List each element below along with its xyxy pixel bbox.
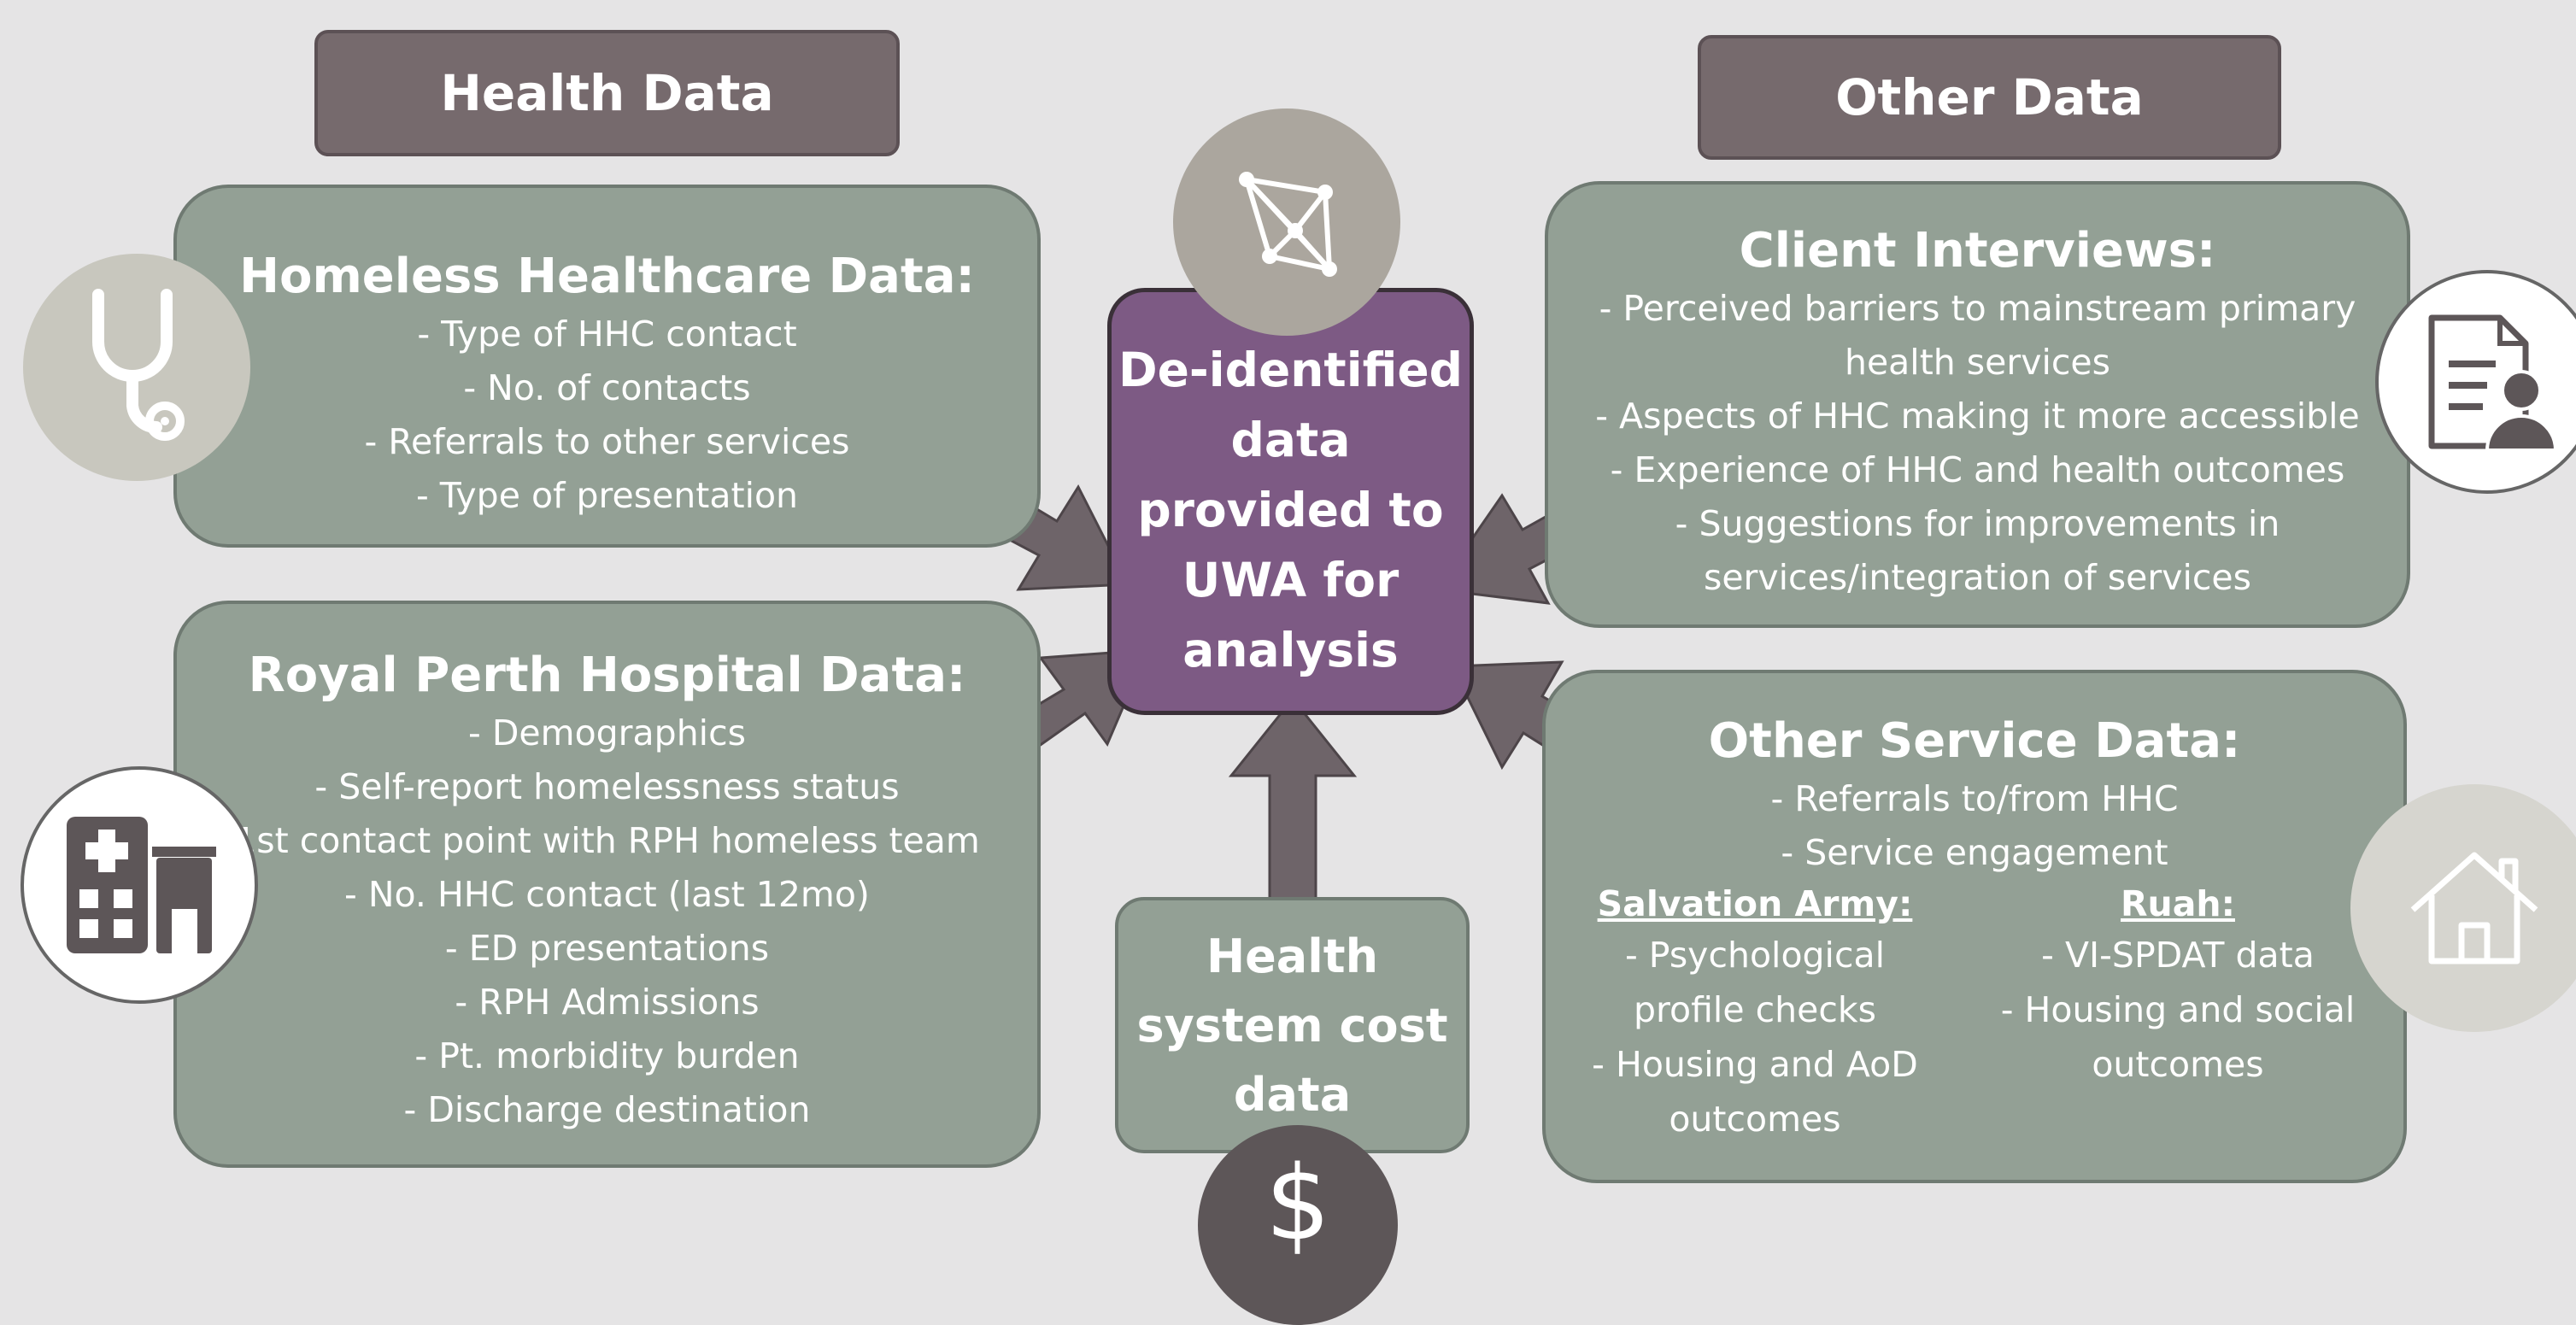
- service-item: - Service engagement: [1781, 832, 2168, 873]
- center-line: provided to: [1137, 483, 1444, 537]
- hhc-data-box: Homeless Healthcare Data: - Type of HHC …: [173, 185, 1041, 548]
- other-data-header: Other Data: [1698, 35, 2281, 160]
- rph-item: - No. HHC contact (last 12mo): [344, 874, 870, 915]
- salvation-army-title: Salvation Army:: [1597, 883, 1913, 924]
- health-data-header-label: Health Data: [440, 64, 774, 122]
- center-line: UWA for: [1182, 553, 1399, 607]
- arrow-from-cost: [1228, 696, 1358, 909]
- interviews-item: - Experience of HHC and health outcomes: [1610, 449, 2345, 490]
- ruah-item: - VI-SPDAT data: [2041, 935, 2315, 976]
- interviews-item: - Perceived barriers to mainstream prima…: [1599, 288, 2356, 329]
- interviews-title: Client Interviews:: [1739, 223, 2216, 278]
- stethoscope-icon: [23, 254, 250, 481]
- hhc-item: - Referrals to other services: [364, 421, 850, 462]
- dollar-icon: $: [1198, 1125, 1398, 1325]
- other-data-header-label: Other Data: [1835, 68, 2144, 126]
- client-interviews-box: Client Interviews: - Perceived barriers …: [1545, 181, 2410, 628]
- ruah-item: - Housing and social: [2000, 989, 2356, 1030]
- service-columns: Salvation Army: - Psychological profile …: [1546, 880, 2403, 1146]
- center-line: De-identified: [1118, 343, 1464, 397]
- hhc-title: Homeless Healthcare Data:: [239, 249, 975, 304]
- interviews-item: - Suggestions for improvements in: [1675, 503, 2280, 544]
- cost-line: data: [1233, 1067, 1352, 1122]
- salvation-army-item: - Psychological: [1624, 935, 1886, 976]
- center-line: analysis: [1182, 623, 1399, 677]
- hhc-item: - Type of HHC contact: [417, 314, 797, 355]
- cost-line: Health: [1206, 929, 1379, 983]
- service-title: Other Service Data:: [1708, 713, 2241, 769]
- interviews-item: - Aspects of HHC making it more accessib…: [1595, 396, 2360, 437]
- interviews-item: services/integration of services: [1703, 557, 2252, 598]
- ruah-item: outcomes: [2092, 1044, 2264, 1085]
- service-item: - Referrals to/from HHC: [1770, 778, 2179, 819]
- health-system-cost-box: Health system cost data: [1115, 897, 1470, 1153]
- health-data-header: Health Data: [314, 30, 900, 156]
- dollar-symbol: $: [1265, 1144, 1331, 1263]
- ruah-column: Ruah: - VI-SPDAT data - Housing and soci…: [1977, 880, 2379, 1146]
- other-service-box: Other Service Data: - Referrals to/from …: [1542, 670, 2407, 1183]
- deidentified-data-box: De-identified data provided to UWA for a…: [1107, 288, 1474, 715]
- salvation-army-item: profile checks: [1634, 989, 1876, 1030]
- document-person-icon: [2375, 270, 2576, 494]
- cost-line: system cost: [1136, 998, 1448, 1052]
- rph-data-box: Royal Perth Hospital Data: - Demographic…: [173, 601, 1041, 1168]
- rph-item: - Pt. morbidity burden: [414, 1035, 800, 1076]
- rph-item: - Discharge destination: [403, 1089, 811, 1130]
- salvation-army-item: outcomes: [1669, 1099, 1841, 1140]
- rph-item: - RPH Admissions: [455, 982, 760, 1023]
- salvation-army-column: Salvation Army: - Psychological profile …: [1533, 880, 1977, 1146]
- network-icon: [1173, 108, 1400, 336]
- rph-item: - Demographics: [468, 712, 746, 753]
- rph-item: 1st contact point with RPH homeless team: [234, 820, 980, 861]
- hospital-icon: [21, 766, 258, 1004]
- salvation-army-item: - Housing and AoD: [1592, 1044, 1918, 1085]
- hhc-item: - Type of presentation: [415, 475, 799, 516]
- interviews-item: health services: [1844, 342, 2111, 383]
- hhc-item: - No. of contacts: [463, 367, 751, 408]
- rph-item: - ED presentations: [444, 928, 770, 969]
- house-icon: [2350, 784, 2576, 1032]
- rph-title: Royal Perth Hospital Data:: [248, 648, 966, 703]
- ruah-title: Ruah:: [2120, 883, 2235, 924]
- center-line: data: [1230, 413, 1351, 467]
- rph-item: - Self-report homelessness status: [314, 766, 900, 807]
